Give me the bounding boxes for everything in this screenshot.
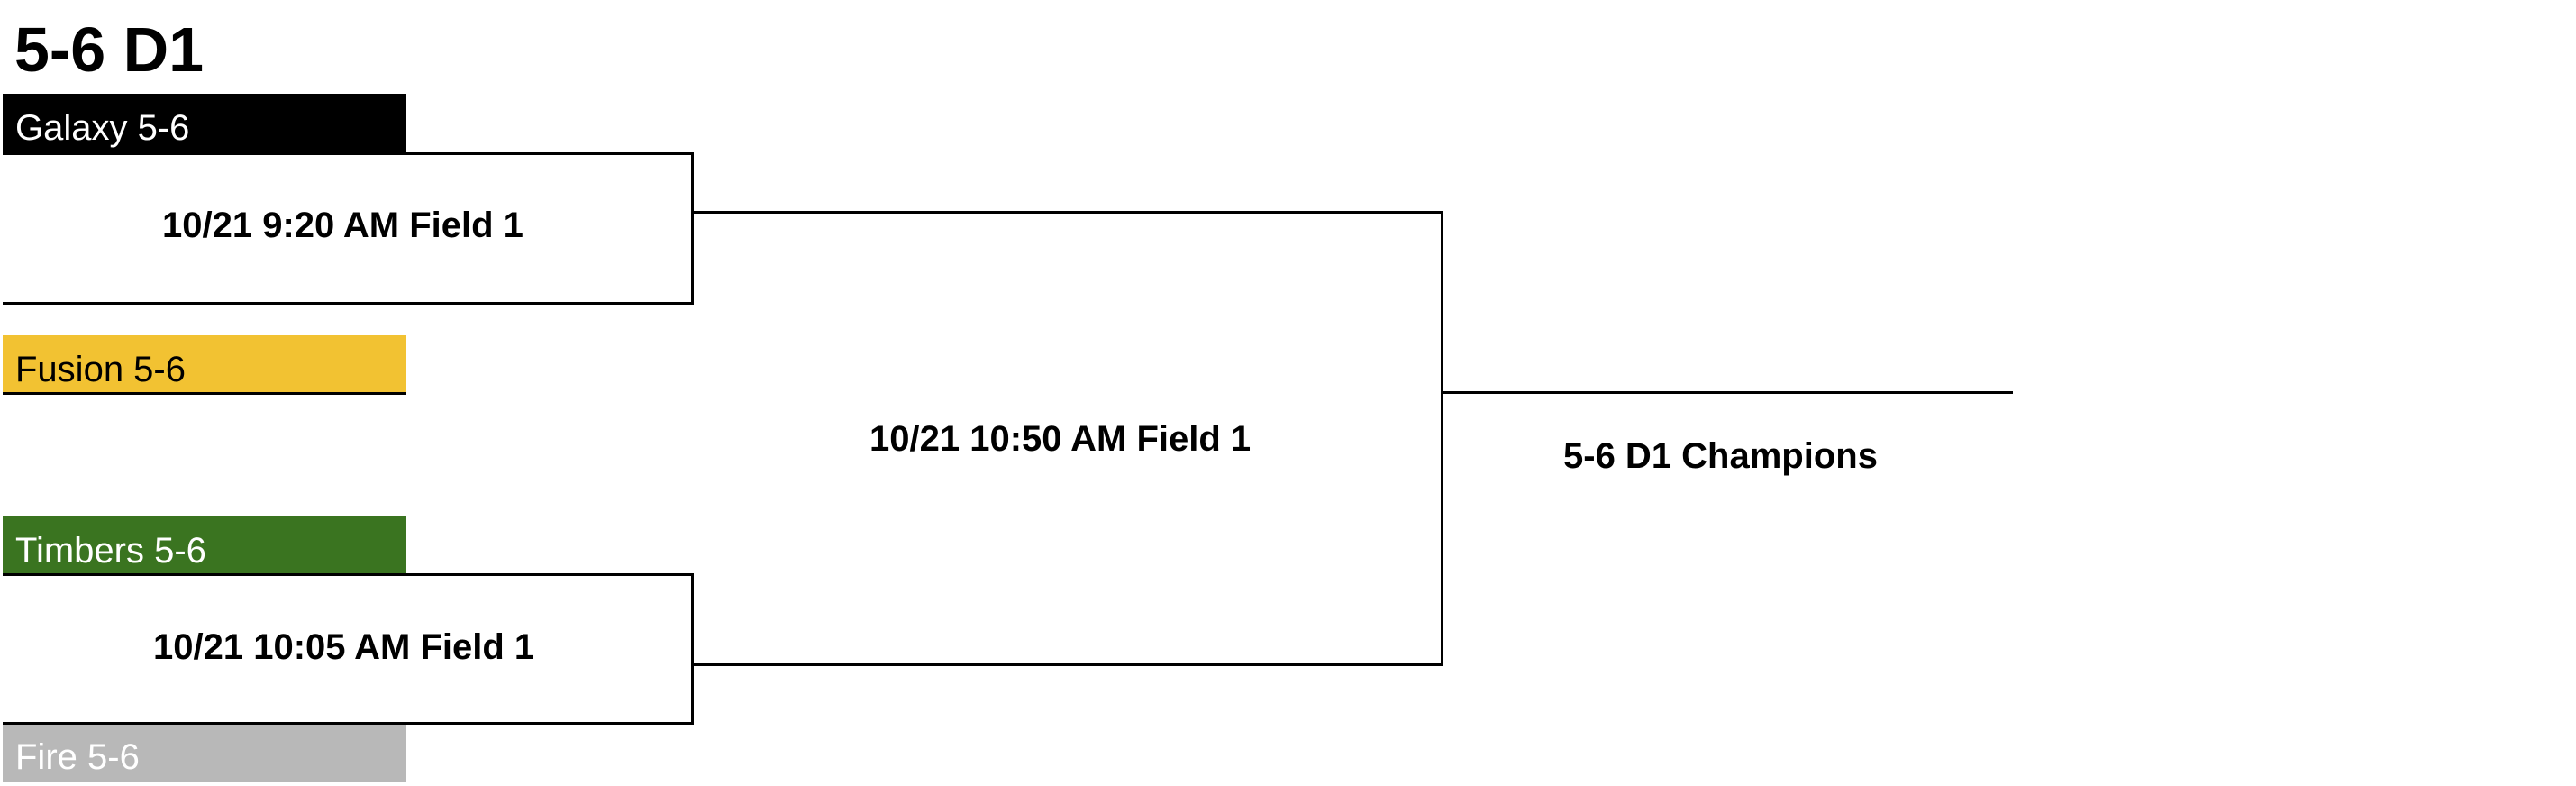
final-top-line — [691, 211, 1443, 214]
game1-bottom-line — [3, 302, 694, 305]
game1-label[interactable]: 10/21 9:20 AM Field 1 — [162, 206, 523, 245]
game2-label[interactable]: 10/21 10:05 AM Field 1 — [153, 627, 535, 667]
game1-right-line — [691, 152, 694, 305]
champion-label: 5-6 D1 Champions — [1563, 436, 1878, 476]
game2-right-line — [691, 573, 694, 725]
team-slot-galaxy[interactable]: Galaxy 5-6 — [3, 94, 406, 153]
champion-line — [1441, 391, 2013, 394]
game1-top-line — [3, 152, 694, 155]
bracket-title: 5-6 D1 — [14, 14, 205, 85]
team1-underline — [3, 392, 406, 395]
team-name: Galaxy 5-6 — [15, 108, 190, 148]
team-slot-fusion[interactable]: Fusion 5-6 — [3, 335, 406, 395]
game2-top-line — [3, 573, 694, 576]
team-slot-timbers[interactable]: Timbers 5-6 — [3, 516, 406, 576]
final-bottom-line — [691, 663, 1443, 666]
final-right-line — [1441, 211, 1443, 666]
team-name: Fusion 5-6 — [15, 350, 186, 389]
team-slot-fire[interactable]: Fire 5-6 — [3, 723, 406, 782]
game2-bottom-line — [3, 722, 694, 725]
team-name: Timbers 5-6 — [15, 531, 206, 571]
team-name: Fire 5-6 — [15, 737, 140, 777]
final-game-label[interactable]: 10/21 10:50 AM Field 1 — [869, 419, 1252, 459]
